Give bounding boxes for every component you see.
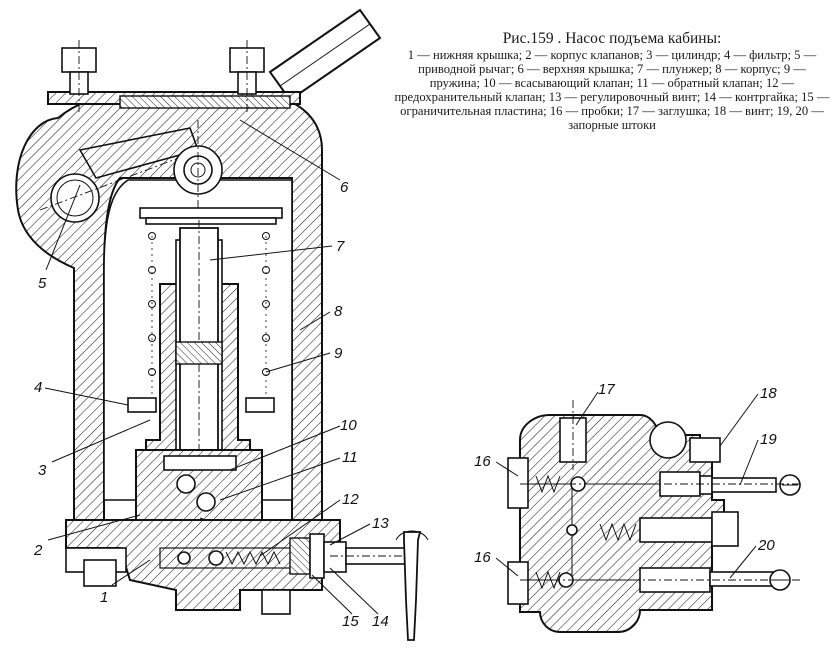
callout-16b: 16 bbox=[474, 549, 491, 566]
adjusting-screw-assembly bbox=[289, 530, 429, 641]
filter bbox=[127, 397, 157, 413]
callout-11: 11 bbox=[342, 449, 358, 466]
plunger-seal bbox=[175, 341, 223, 365]
callout-2: 2 bbox=[33, 542, 43, 559]
callout-15: 15 bbox=[342, 613, 359, 630]
bottom-bolt-right bbox=[261, 589, 291, 615]
leader-lines bbox=[44, 119, 759, 615]
figure-caption: Рис.159 . Насос подъема кабины: 1 — нижн… bbox=[392, 30, 832, 132]
callout-13: 13 bbox=[372, 515, 389, 532]
top-bolt-right bbox=[229, 40, 265, 112]
valve-block-view bbox=[507, 400, 801, 633]
pump-main-view bbox=[15, 8, 429, 641]
callout-10: 10 bbox=[340, 417, 357, 434]
screw-18-boss bbox=[649, 421, 687, 459]
callout-5: 5 bbox=[38, 275, 47, 292]
bottom-bolt-left bbox=[83, 559, 117, 587]
callout-20: 20 bbox=[757, 537, 775, 554]
figure-legend: 1 — нижняя крышка; 2 — корпус клапанов; … bbox=[394, 48, 830, 132]
callout-6: 6 bbox=[340, 179, 349, 196]
callout-18: 18 bbox=[760, 385, 777, 402]
callout-16a: 16 bbox=[474, 453, 491, 470]
suction-valve-ball bbox=[176, 474, 196, 494]
plug-16-bottom bbox=[507, 561, 529, 605]
figure-title: Рис.159 . Насос подъема кабины: bbox=[502, 30, 722, 47]
spring bbox=[148, 232, 270, 408]
upper-pivot bbox=[173, 120, 223, 210]
top-bolt-left bbox=[61, 40, 97, 112]
callout-labels: 1 2 3 4 5 6 7 8 9 10 11 12 13 14 15 16 1… bbox=[33, 179, 777, 630]
callout-17: 17 bbox=[598, 381, 615, 398]
callout-14: 14 bbox=[372, 613, 389, 630]
plunger-head bbox=[139, 207, 283, 219]
callout-12: 12 bbox=[342, 491, 359, 508]
locking-rod-middle bbox=[639, 511, 739, 547]
callout-1: 1 bbox=[100, 589, 108, 606]
lever-handle bbox=[268, 8, 382, 102]
plug-16-top bbox=[507, 457, 529, 509]
callout-8: 8 bbox=[334, 303, 343, 320]
callout-3: 3 bbox=[38, 462, 47, 479]
check-valve-ball bbox=[196, 492, 216, 512]
safety-valve-spring bbox=[225, 550, 281, 566]
callout-4: 4 bbox=[34, 379, 42, 396]
callout-7: 7 bbox=[336, 238, 345, 255]
callout-19: 19 bbox=[760, 431, 777, 448]
callout-9: 9 bbox=[334, 345, 343, 362]
